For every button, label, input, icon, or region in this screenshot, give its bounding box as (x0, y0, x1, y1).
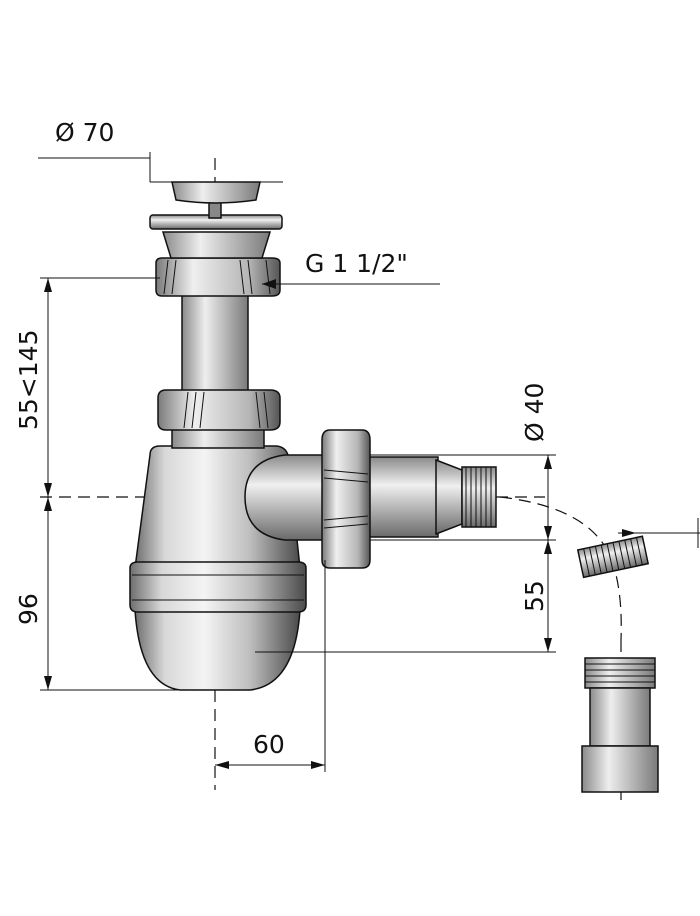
dimension-labels: Ø 70 G 1 1/2" Ø 40 55<145 96 55 60 (14, 118, 549, 759)
angled-fitting (576, 535, 650, 579)
nut-grip (255, 391, 269, 429)
drain-strainer (149, 181, 283, 259)
arrow (544, 526, 552, 540)
label-bottom-height: 96 (14, 593, 43, 625)
lower-union-nut (157, 389, 281, 431)
drain-cone (161, 231, 272, 259)
label-height-range: 55<145 (14, 330, 43, 430)
arrow (544, 638, 552, 652)
bottle-band (129, 561, 307, 613)
nut-grip (239, 259, 271, 295)
thread-arrow (262, 279, 276, 289)
nut-shape (157, 389, 281, 431)
arrow (44, 676, 52, 690)
outlet-thread (461, 466, 497, 528)
nut-shape (155, 257, 281, 297)
strainer-cap (171, 181, 261, 204)
outlet-nut (321, 429, 371, 569)
label-thread-size: G 1 1/2" (305, 249, 408, 278)
pipe-collar (171, 427, 265, 449)
upper-union-nut (155, 257, 281, 297)
arrow (44, 278, 52, 292)
label-outlet-offset: 55 (520, 580, 549, 612)
arrow (311, 761, 325, 769)
pipe-tube (181, 294, 249, 396)
arrow (544, 540, 552, 554)
adapter-thread-lines (585, 663, 655, 683)
arrow (215, 761, 229, 769)
dimension-lines (38, 152, 700, 772)
outlet-arm (244, 429, 497, 569)
adapter-thread (584, 657, 656, 689)
arrow (544, 455, 552, 469)
outlet-elbow (244, 454, 331, 541)
straight-adapter (581, 657, 659, 793)
vertical-pipe (171, 294, 265, 449)
outlet-nut-grip (323, 469, 369, 529)
outlet-taper (435, 458, 463, 536)
outlet-pipe (367, 456, 439, 538)
nut-grip (163, 259, 177, 295)
adapter-body (589, 687, 651, 747)
adapter-socket (581, 745, 659, 793)
label-outlet-diameter: Ø 40 (520, 383, 549, 442)
nut-grip (183, 391, 205, 429)
label-horizontal-offset: 60 (253, 730, 285, 759)
arrow (44, 483, 52, 497)
arrow (622, 529, 636, 537)
label-strainer-diameter: Ø 70 (55, 118, 114, 147)
arrow (44, 497, 52, 511)
